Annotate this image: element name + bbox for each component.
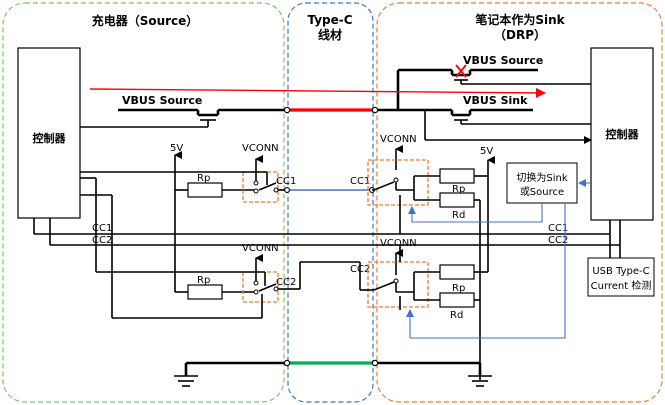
laptop-rd-top-resistor [439,192,475,208]
charger-rp-top-resistor [187,182,223,198]
charger-cc2-switch-label: CC2 [276,277,296,288]
laptop-vbus-sink-label: VBUS Sink [463,94,528,107]
charger-section [2,2,285,403]
charger-5v-label: 5V [170,143,183,154]
laptop-section [376,2,663,403]
charger-rp-bottom-resistor [187,284,223,300]
laptop-cc1-switch-box [367,159,429,206]
laptop-controller [590,47,654,221]
laptop-cc2-circuit: VCONN CC2 Rp Rd [285,189,488,321]
charger-cc2-switch-box [242,271,279,303]
current-detect-line2: Current 检测 [591,279,652,292]
laptop-rd-bottom-label: Rd [450,310,463,321]
switch-mode-line1: 切换为Sink [516,171,567,184]
laptop-rp-bottom-label: Rp [452,283,465,294]
charger-cc1-line-label: CC1 [92,223,112,234]
current-detect-line1: USB Type-C [592,266,649,277]
laptop-cc2-line-label: CC2 [548,235,568,246]
laptop-cc2-switch-box [367,261,429,308]
charger-cc1-circuit: 5V VCONN Rp CC1 [80,143,296,272]
laptop-cc1-line-label: CC1 [548,223,568,234]
charger-controller [17,47,81,219]
charger-controller-label: 控制器 [33,131,67,145]
laptop-5v-label: 5V [480,146,493,157]
charger-rp-top-label: Rp [197,173,210,184]
laptop-vbus-source-label: VBUS Source [463,54,543,67]
ground-path [174,359,492,387]
switch-feedback-lines [406,203,566,339]
laptop-rd-bottom-resistor [439,292,475,308]
cable-title-line1: Type-C [307,13,352,27]
laptop-rd-top-label: Rd [452,210,465,221]
charger-vbus-source-label: VBUS Source [122,94,202,107]
laptop-title-line1: 笔记本作为Sink [475,12,565,27]
charger-cc2-circuit: VCONN Rp CC2 [80,177,296,319]
laptop-vconn-bottom-label: VCONN [380,238,417,249]
charger-vconn-bottom-label: VCONN [242,243,279,254]
laptop-cc1-switch-label: CC1 [350,176,370,187]
vbus-flow-arrow [89,87,546,98]
laptop-title-line2: （DRP） [494,27,546,42]
laptop-rp-bottom-resistor [439,264,475,280]
charger-cc1-switch-label: CC1 [276,176,296,187]
laptop-cc1-circuit: VCONN CC1 Rp Rd 5V [350,134,495,380]
charger-cc2-line-label: CC2 [92,235,112,246]
charger-cc1-switch-box [242,171,279,203]
cc-lines: CC1 CC2 CC1 CC2 [33,218,621,258]
switch-mode-line2: 或Source [520,186,564,198]
laptop-vconn-top-label: VCONN [380,134,417,145]
laptop-controller-label: 控制器 [606,127,640,141]
laptop-rp-top-resistor [439,168,475,184]
switch-mode-box [506,162,578,204]
charger-vconn-top-label: VCONN [242,143,279,154]
vbus-path [80,64,592,144]
laptop-rp-top-label: Rp [452,184,465,195]
cable-section [287,2,374,403]
cable-title-line2: 线材 [318,27,342,42]
charger-title: 充电器（Source） [92,13,199,28]
charger-rp-bottom-label: Rp [197,275,210,286]
current-detect-box [587,257,655,297]
